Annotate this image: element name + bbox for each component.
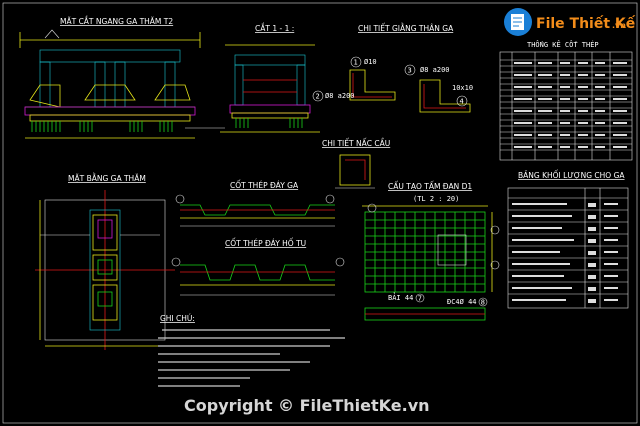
svg-text:BẢI 44: BẢI 44 (388, 293, 413, 302)
notes-block: GHI CHÚ: (158, 314, 345, 387)
copyright-watermark: Copyright © FileThietKe.vn (184, 396, 430, 415)
svg-text:7: 7 (418, 295, 422, 303)
beam-detail-title: CHI TIẾT GIẰNG THÂN GA (358, 23, 454, 33)
cross-section-title: MẶT CẮT NGANG GA THĂM T2 (60, 16, 173, 26)
pit-rebar-title: CỐT THÉP ĐÁY HỐ TU (225, 238, 306, 248)
shaft-plan-drawing: MẶT BẰNG GA THĂM (35, 173, 175, 350)
quantity-table-title: BẢNG KHỐI LƯỢNG CHO GA (518, 170, 625, 180)
logo-suffix: .vn (612, 21, 626, 30)
notes-title: GHI CHÚ: (160, 314, 195, 323)
beam-detail-drawing: CHI TIẾT GIẰNG THÂN GA 1 Ø10 2 Ø8 a200 3… (312, 23, 473, 113)
pit-rebar-drawing: CỐT THÉP ĐÁY HỐ TU (171, 238, 345, 296)
svg-text:Ø8 a200: Ø8 a200 (420, 66, 450, 74)
svg-text:Ø10: Ø10 (364, 58, 377, 66)
base-rebar-title: CỐT THÉP ĐÁY GA (230, 180, 299, 190)
cover-slab-drawing: CẤU TẠO TẤM ĐAN D1 (TL 2 : 20) BẢI 44 7 … (362, 181, 500, 321)
notes-lines (158, 329, 345, 387)
svg-text:10x10: 10x10 (452, 84, 473, 92)
section-1-1-drawing: CẮT 1 - 1 : (220, 23, 320, 133)
svg-text:3: 3 (408, 67, 412, 75)
logo-text: File Thiết Kế (536, 15, 636, 32)
steel-table-title: THỐNG KÊ CỐT THÉP (527, 40, 599, 49)
cover-slab-title: CẤU TẠO TẤM ĐAN D1 (388, 181, 472, 191)
brand-logo: File Thiết Kế .vn (504, 8, 636, 36)
svg-text:ĐC4Ø 44: ĐC4Ø 44 (447, 298, 477, 306)
svg-text:1: 1 (354, 59, 358, 67)
cross-section-drawing: MẶT CẮT NGANG GA THĂM T2 (19, 16, 225, 139)
svg-text:8: 8 (481, 299, 485, 307)
cover-slab-scale: (TL 2 : 20) (413, 195, 459, 203)
quantity-table: BẢNG KHỐI LƯỢNG CHO GA (507, 170, 629, 309)
steel-stats-table: THỐNG KÊ CỐT THÉP (499, 40, 633, 161)
svg-text:4: 4 (460, 98, 464, 106)
shaft-plan-title: MẶT BẰNG GA THĂM (68, 173, 146, 183)
step-detail-drawing: CHI TIẾT NẤC CẦU (322, 138, 390, 189)
section-1-1-title: CẮT 1 - 1 : (255, 23, 294, 33)
step-detail-title: CHI TIẾT NẤC CẦU (322, 138, 390, 148)
svg-text:2: 2 (316, 93, 320, 101)
base-rebar-drawing: CỐT THÉP ĐÁY GA (175, 180, 335, 227)
svg-text:Ø8 a200: Ø8 a200 (325, 92, 355, 100)
